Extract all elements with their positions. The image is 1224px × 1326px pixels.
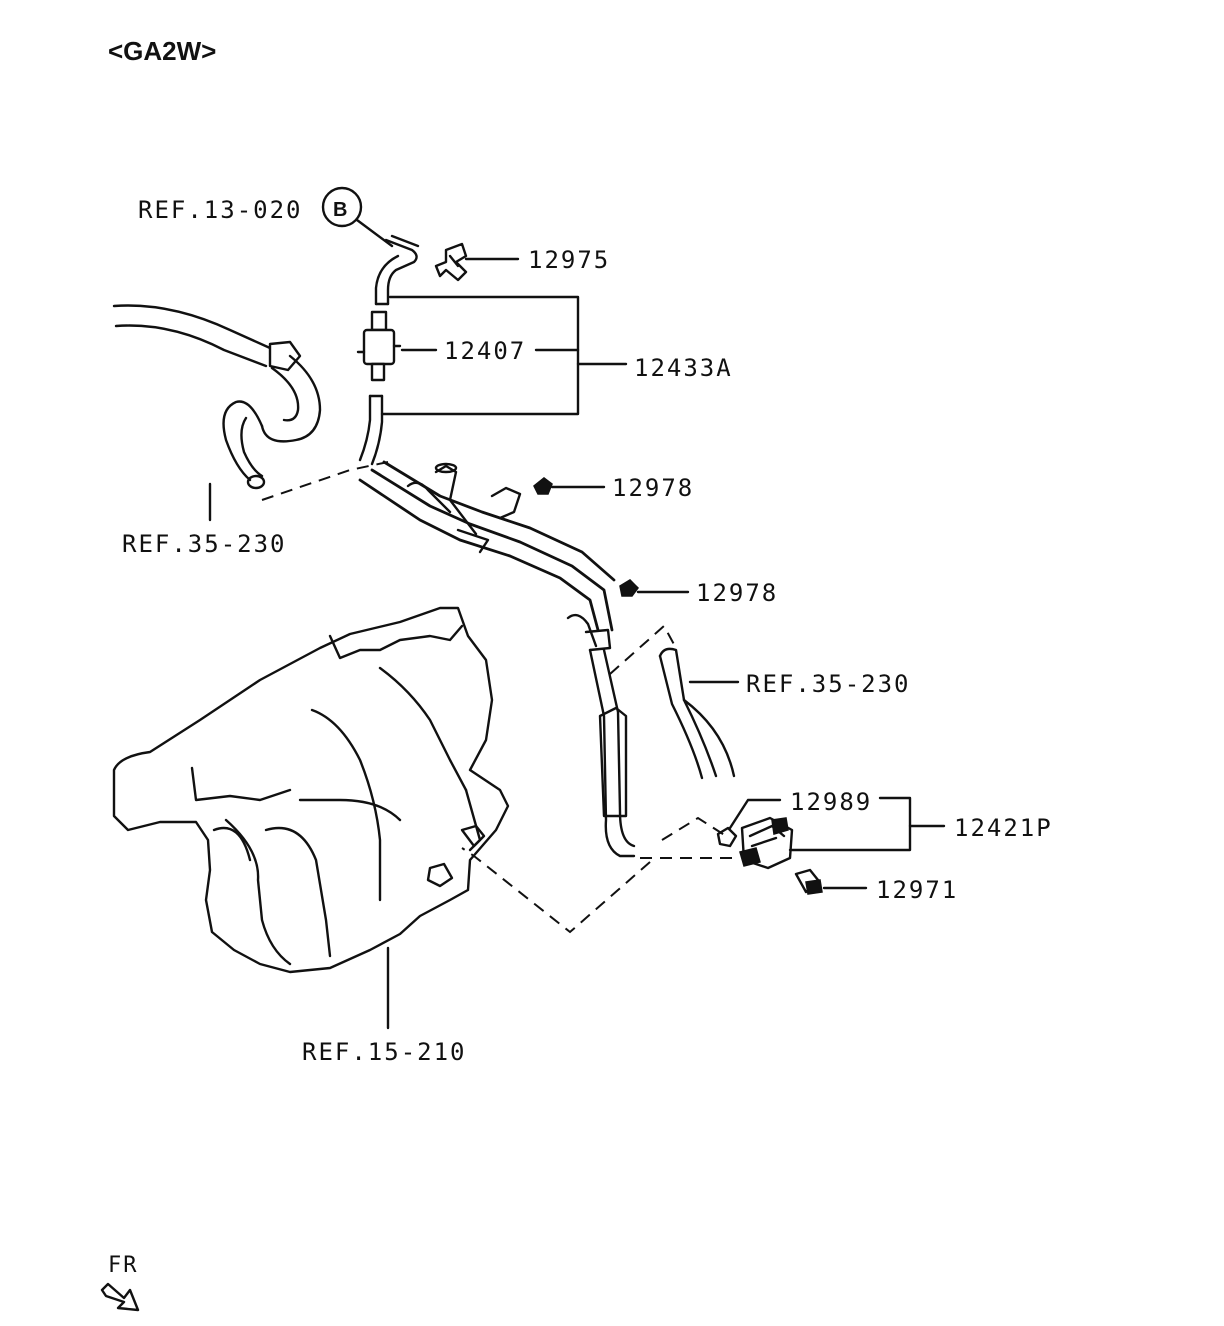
intake-manifold — [112, 606, 510, 974]
hose-below-filter — [358, 394, 384, 466]
bracket-12433a — [380, 295, 628, 416]
label-12407[interactable]: 12407 — [444, 337, 526, 365]
label-12971[interactable]: 12971 — [876, 876, 958, 904]
hose-left-long — [112, 304, 322, 490]
direction-label: FR — [108, 1253, 139, 1278]
front-arrow-icon — [100, 1282, 140, 1312]
dash-right-hose — [609, 624, 677, 675]
dash-manifold-connection — [461, 847, 651, 934]
label-12978-lower[interactable]: 12978 — [696, 579, 778, 607]
label-12433a[interactable]: 12433A — [634, 354, 733, 382]
circle-b-marker: B — [321, 186, 363, 228]
label-ref-15-210[interactable]: REF.15-210 — [302, 1038, 467, 1066]
bracket-12421p — [788, 796, 912, 852]
dash-valve-grommet — [661, 816, 727, 841]
leader-ref-13-020 — [355, 218, 394, 248]
label-ref-13-020[interactable]: REF.13-020 — [138, 196, 303, 224]
diagram-title: <GA2W> — [108, 36, 216, 66]
leader-12989 — [728, 798, 782, 830]
label-12978-upper[interactable]: 12978 — [612, 474, 694, 502]
clip-12978-upper[interactable] — [533, 477, 553, 495]
hose-right — [658, 647, 736, 780]
dash-left-hose — [261, 461, 389, 501]
label-12421p[interactable]: 12421P — [954, 814, 1053, 842]
label-ref-35-230-right[interactable]: REF.35-230 — [746, 670, 911, 698]
label-ref-35-230-left[interactable]: REF.35-230 — [122, 530, 287, 558]
hose-upper-bend — [374, 234, 420, 306]
circle-b-label: B — [333, 199, 347, 221]
clip-12975[interactable] — [434, 242, 468, 282]
bolt-12971[interactable] — [794, 868, 823, 895]
fuel-filter-12407[interactable] — [356, 310, 402, 382]
grommet-12989[interactable] — [716, 826, 738, 848]
pipe-assembly — [358, 460, 616, 652]
purge-valve-12421p[interactable] — [739, 816, 794, 870]
clip-12978-lower[interactable] — [619, 579, 639, 597]
label-12989[interactable]: 12989 — [790, 788, 872, 816]
label-12975[interactable]: 12975 — [528, 246, 610, 274]
hose-lower — [588, 648, 636, 858]
